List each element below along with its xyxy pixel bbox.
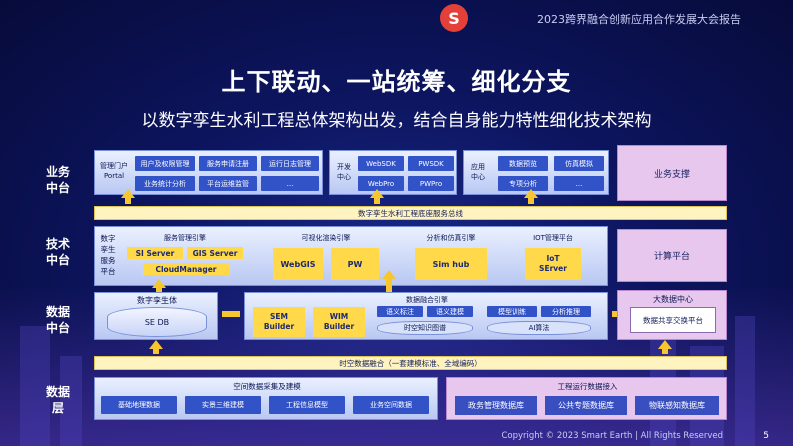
data-exchange-platform-box: 数据共享交换平台 <box>630 307 716 333</box>
bidirectional-arrow <box>222 311 240 317</box>
portal-label: 管理门户 Portal <box>100 162 128 180</box>
dev-item: PWPro <box>408 176 454 191</box>
app-item: ... <box>554 176 604 191</box>
arrow-up-icon <box>152 279 166 288</box>
dev-item: WebSDK <box>358 156 404 171</box>
arrow-up-icon <box>658 340 672 349</box>
portal-item: 运行日志管理 <box>261 156 319 171</box>
app-center-label: 应用 中心 <box>471 163 485 181</box>
app-center-panel: 应用 中心 数据预览 仿真模拟 专项分析 ... <box>463 150 609 195</box>
spatial-data-panel: 空间数据采集及建模 基础地理数据 实景三维建模 工程信息模型 业务空间数据 <box>94 377 438 420</box>
ops-item: 公共专题数据库 <box>545 396 627 415</box>
spatial-item: 工程信息模型 <box>269 396 345 414</box>
portal-item: 用户及权限管理 <box>135 156 195 171</box>
dev-center-label: 开发 中心 <box>337 163 351 181</box>
app-item: 仿真模拟 <box>554 156 604 171</box>
fusion-stack-item: 分析推理 <box>541 306 591 317</box>
event-title: 2023跨界融合创新应用合作发展大会报告 <box>537 13 741 26</box>
wim-builder-chip: WIM Builder <box>313 307 365 337</box>
portal-item: 服务申请注册 <box>199 156 257 171</box>
portal-panel: 管理门户 Portal 用户及权限管理 服务申请注册 运行日志管理 业务统计分析… <box>94 150 323 195</box>
gis-server-chip: GIS Server <box>187 247 243 259</box>
fusion-stack-item: 模型训练 <box>487 306 537 317</box>
analysis-sim-engine: 分析和仿真引擎 Sim hub <box>405 230 497 284</box>
render-engine-title: 可视化渲染引擎 <box>301 234 351 242</box>
slide-title: 上下联动、一站统筹、细化分支 <box>221 68 572 96</box>
data-fusion-bus: 时空数据融合（一套建模标准、全域编码） <box>94 356 727 370</box>
iot-platform-title: IOT管理平台 <box>533 234 573 242</box>
render-engine: 可视化渲染引擎 WebGIS PW <box>267 230 385 284</box>
arrow-up-icon <box>121 189 135 198</box>
webgis-chip: WebGIS <box>273 248 323 280</box>
cloudmanager-chip: CloudManager <box>143 263 229 275</box>
spatial-item: 业务空间数据 <box>353 396 429 414</box>
dev-item: WebPro <box>358 176 404 191</box>
spatial-item: 实景三维建模 <box>185 396 261 414</box>
fusion-stack-item: 语义建模 <box>427 306 473 317</box>
spatial-item: 基础地理数据 <box>101 396 177 414</box>
service-mgmt-title: 服务管理引擎 <box>164 234 206 242</box>
fusion-stack-item: 语义标注 <box>377 306 423 317</box>
layer-label-data-layer: 数据 层 <box>45 385 70 415</box>
ai-algorithm-base: AI算法 <box>487 321 591 335</box>
ops-item: 物联感知数据库 <box>635 396 719 415</box>
layer-label-tech: 技术 中台 <box>45 237 70 267</box>
digital-twin-panel: 数字孪生体 SE DB <box>94 292 218 340</box>
app-item: 数据预览 <box>498 156 548 171</box>
sem-builder-chip: SEM Builder <box>253 307 305 337</box>
service-mgmt-engine: 服务管理引擎 SI Server GIS Server CloudManager <box>123 230 247 284</box>
arrow-up-icon <box>149 340 163 349</box>
layer-label-business: 业务 中台 <box>45 165 70 195</box>
bigdata-center-title: 大数据中心 <box>653 295 693 304</box>
digital-twin-title: 数字孪生体 <box>137 296 177 305</box>
page-number: 5 <box>763 431 769 441</box>
bigdata-center-panel: 大数据中心 数据共享交换平台 <box>617 290 727 340</box>
arrow-up-icon <box>382 270 396 279</box>
iot-platform: IOT管理平台 IoT SErver <box>505 230 601 284</box>
iot-server-chip: IoT SErver <box>525 248 581 280</box>
knowledge-graph-base: 时空知识图谱 <box>377 321 473 335</box>
business-support-box: 业务支撑 <box>617 145 727 201</box>
sim-hub-chip: Sim hub <box>415 248 487 280</box>
smart-earth-logo: S <box>440 4 468 32</box>
arrow-up-icon <box>524 189 538 198</box>
analysis-sim-title: 分析和仿真引擎 <box>426 234 476 242</box>
dev-item: PWSDK <box>408 156 454 171</box>
portal-item: 平台运维监管 <box>199 176 257 191</box>
slide-subtitle: 以数字孪生水利工程总体架构出发，结合自身能力特性细化技术架构 <box>141 111 652 131</box>
service-bus: 数字孪生水利工程底座服务总线 <box>94 206 727 220</box>
pw-chip: PW <box>331 248 379 280</box>
si-server-chip: SI Server <box>127 247 183 259</box>
app-item: 专项分析 <box>498 176 548 191</box>
se-db-cylinder: SE DB <box>107 307 207 337</box>
compute-platform-box: 计算平台 <box>617 229 727 282</box>
fusion-engine-title: 数据融合引擎 <box>406 296 448 304</box>
twin-service-platform-panel: 数字 孪生 服务 平台 服务管理引擎 SI Server GIS Server … <box>94 226 608 286</box>
portal-item: ... <box>261 176 319 191</box>
ops-item: 政务管理数据库 <box>455 396 537 415</box>
ops-data-panel: 工程运行数据接入 政务管理数据库 公共专题数据库 物联感知数据库 <box>446 377 727 420</box>
arrow-up-icon <box>370 189 384 198</box>
dev-center-panel: 开发 中心 WebSDK PWSDK WebPro PWPro <box>329 150 457 195</box>
layer-label-data-mid: 数据 中台 <box>45 305 70 335</box>
twin-service-platform-label: 数字 孪生 服务 平台 <box>100 234 116 276</box>
fusion-engine-panel: 数据融合引擎 SEM Builder WIM Builder 语义标注 语义建模… <box>244 292 608 340</box>
copyright-footer: Copyright © 2023 Smart Earth | All Right… <box>501 431 723 441</box>
portal-item: 业务统计分析 <box>135 176 195 191</box>
ops-data-title: 工程运行数据接入 <box>557 382 618 391</box>
spatial-data-title: 空间数据采集及建模 <box>233 382 301 391</box>
